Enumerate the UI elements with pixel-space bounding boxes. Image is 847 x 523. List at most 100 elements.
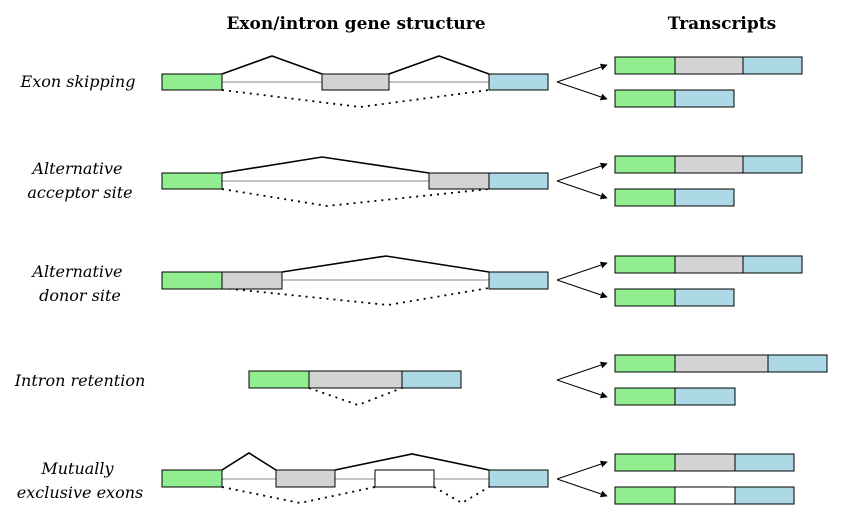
exon-3 [488,73,549,91]
arrow-to-transcript-2 [556,279,608,299]
row-label-line: acceptor site [27,183,132,202]
exon-1 [614,89,676,108]
exon-1 [614,155,676,174]
exon-4 [734,453,795,472]
exon-1 [614,56,676,75]
exon-1 [614,486,676,505]
row-label-line: Alternative [30,159,122,178]
skipping-junction [221,89,490,108]
header-transcripts: Transcripts [668,14,776,34]
exon-1 [614,188,676,207]
row-label: Mutually exclusive exons [17,459,143,502]
row-label-line: Alternative [30,262,122,281]
exon-1 [161,469,223,488]
exclusive-exon-a [275,469,336,488]
transcript-2 [614,188,735,207]
transcript-1 [614,354,828,373]
arrows [556,361,608,399]
exclusive-junction [221,486,376,504]
arrows [556,460,608,498]
exon-1 [161,172,223,190]
gene-structure [161,156,549,207]
exon-2 [488,172,549,190]
exon-2 [742,255,803,274]
retained-intron [674,354,769,373]
transcript-2 [614,387,736,406]
transcript-2 [614,288,735,307]
exon-2 [742,155,803,174]
row-exon-skipping: Exon skipping [20,55,803,108]
gene-structure [161,255,549,306]
exclusive-exon-b [374,469,435,488]
arrow-to-transcript-1 [556,261,608,281]
exon-3 [674,89,735,108]
arrow-to-transcript-1 [556,460,608,480]
alternative-region [428,172,490,190]
row-label-line: donor site [39,286,121,305]
exon-4 [488,469,549,488]
arrows [556,63,608,101]
alternative-region [674,255,744,274]
exon-2 [401,370,462,389]
inclusion-junction [221,452,277,471]
arrow-to-transcript-2 [556,478,608,498]
row-mutually-exclusive-exons: Mutually exclusive exons [17,452,795,505]
alternative-region [674,155,744,174]
gene-structure [248,370,462,406]
transcript-1 [614,453,795,472]
row-label: Intron retention [14,371,146,390]
exon-1 [614,255,676,274]
inclusion-junction [221,55,323,75]
row-alternative-donor-site: Alternative donor site [30,255,803,307]
row-label: Alternative acceptor site [27,159,132,202]
exon-3 [742,56,803,75]
exon-4 [734,486,795,505]
exon-1 [161,271,223,290]
exon-1 [614,387,676,406]
arrows [556,261,608,299]
transcript-1 [614,255,803,274]
transcript-1 [614,56,803,75]
arrow-to-transcript-2 [556,180,608,200]
exon-2 [767,354,828,373]
arrow-to-transcript-2 [556,81,608,101]
arrow-to-transcript-1 [556,361,608,381]
row-label: Alternative donor site [30,262,127,305]
retained-intron [308,370,403,389]
alternative-exon [321,73,390,91]
alternative-junction [221,188,490,207]
gene-structure [161,55,549,108]
exon-1 [614,354,676,373]
alternative-region [221,271,283,290]
exclusive-exon-a [674,453,736,472]
exon-2 [674,188,735,207]
exon-1 [614,288,676,307]
exon-1 [161,73,223,91]
exon-2 [488,271,549,290]
exon-2 [674,288,735,307]
exon-1 [614,453,676,472]
arrows [556,162,608,200]
exclusive-junction [433,486,490,505]
exon-2 [674,387,736,406]
alternative-junction [221,287,490,306]
row-label-line: exclusive exons [17,483,143,502]
inclusion-junction [221,156,430,174]
header-gene-structure: Exon/intron gene structure [226,14,485,34]
arrow-to-transcript-1 [556,63,608,83]
row-intron-retention: Intron retention [14,354,828,406]
inclusion-junction [334,453,490,471]
arrow-to-transcript-2 [556,379,608,399]
row-label-line: Mutually [40,459,114,478]
inclusion-junction [281,255,490,273]
alternative-exon [674,56,744,75]
exon-1 [248,370,310,389]
splice-junction [308,387,403,406]
inclusion-junction [388,55,490,75]
transcript-1 [614,155,803,174]
transcript-2 [614,486,795,505]
row-alternative-acceptor-site: Alternative acceptor site [27,155,803,207]
row-label-line: Intron retention [14,371,146,390]
exclusive-exon-b [674,486,736,505]
